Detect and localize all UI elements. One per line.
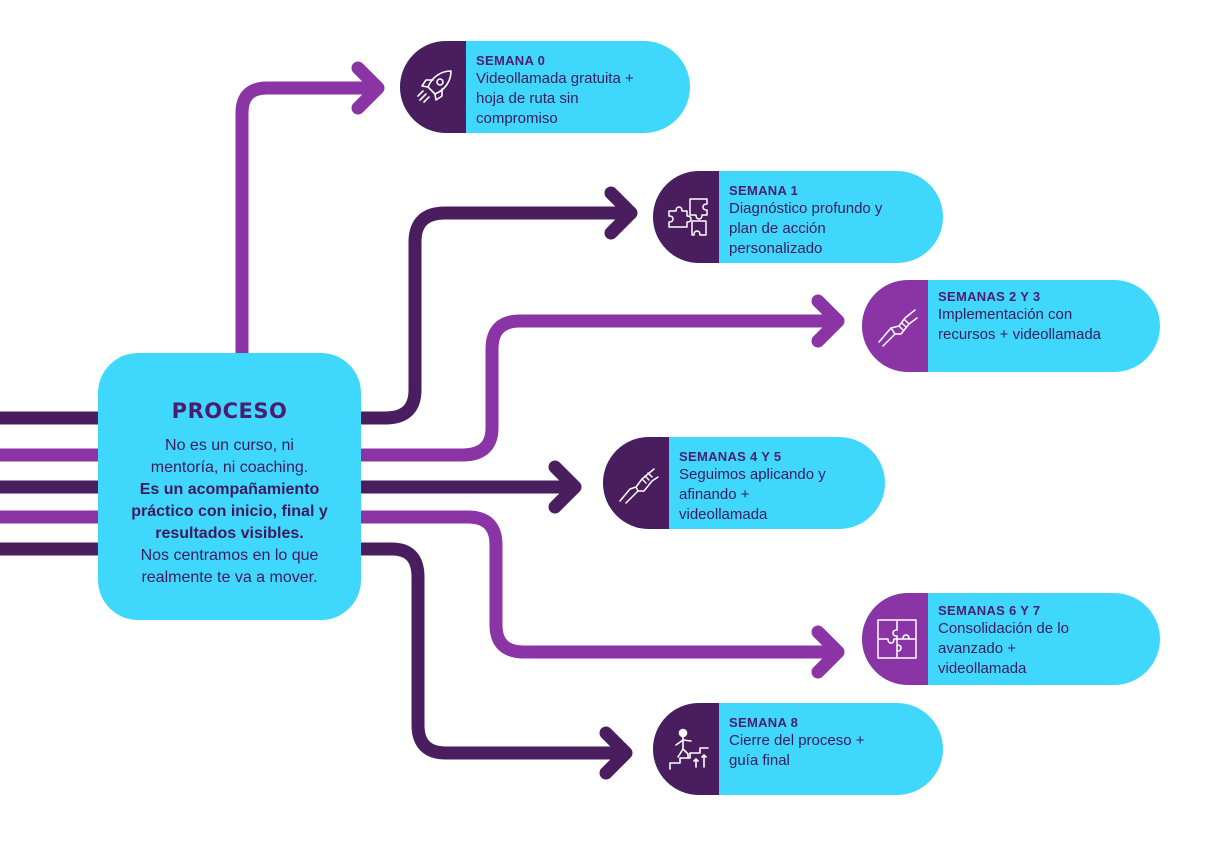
center-line: realmente te va a mover. [141, 569, 318, 586]
step-week-label: SEMANA 0 [476, 53, 546, 68]
center-line: No es un curso, ni [165, 437, 294, 454]
rocket-icon [417, 70, 452, 103]
center-line: Nos centramos en lo que [140, 547, 319, 564]
step-desc-line: videollamada [938, 660, 1027, 677]
connector-semana-0 [235, 81, 382, 360]
step-desc-line: Cierre del proceso + [729, 732, 865, 749]
step-desc-line: recursos + videollamada [938, 326, 1102, 343]
step-text: SEMANA 1 Diagnóstico profundo y plan de … [729, 182, 925, 259]
center-bold-line: resultados visibles. [155, 525, 304, 542]
step-week-label: SEMANA 8 [729, 715, 799, 730]
step-icon-area [862, 593, 928, 685]
center-description: No es un curso, ni mentoría, ni coaching… [110, 435, 349, 589]
arrowhead-semana-1 [604, 186, 638, 240]
step-desc-line: personalizado [729, 240, 823, 257]
step-week-label: SEMANAS 2 Y 3 [938, 289, 1041, 304]
step-icon-area [862, 280, 928, 372]
step-desc-line: hoja de ruta sin [476, 90, 579, 107]
helping-hand-icon [619, 468, 659, 504]
center-bold-line: práctico con inicio, final y [131, 503, 328, 520]
handshake-icon [878, 309, 918, 347]
step-week-label: SEMANAS 6 Y 7 [938, 603, 1041, 618]
step-desc-line: videollamada [679, 506, 768, 523]
connector-semana-8 [355, 542, 630, 760]
step-desc-line: guía final [729, 752, 790, 769]
step-desc-line: Consolidación de lo [938, 620, 1069, 637]
step-semana-1: SEMANA 1 Diagnóstico profundo y plan de … [653, 171, 943, 263]
connector-semanas-2-3 [355, 314, 842, 462]
step-semanas-2-3: SEMANAS 2 Y 3 Implementación con recurso… [862, 280, 1160, 372]
arrowhead-semana-0 [351, 61, 385, 115]
step-week-label: SEMANA 1 [729, 183, 799, 198]
puzzle-square-icon [877, 619, 917, 659]
step-semana-0: SEMANA 0 Videollamada gratuita + hoja de… [400, 41, 690, 133]
step-icon-area [400, 41, 466, 133]
step-text: SEMANAS 4 Y 5 Seguimos aplicando y afina… [679, 448, 867, 525]
step-text: SEMANAS 2 Y 3 Implementación con recurso… [938, 288, 1142, 345]
step-semanas-4-5: SEMANAS 4 Y 5 Seguimos aplicando y afina… [603, 437, 885, 529]
stairs-climb-icon [669, 728, 709, 770]
center-title: PROCESO [171, 399, 288, 423]
connector-semana-1 [355, 206, 635, 425]
arrowhead-semanas-2-3 [811, 294, 845, 348]
step-icon-area [603, 437, 669, 529]
arrowhead-semana-8 [599, 726, 633, 780]
step-desc-line: Diagnóstico profundo y [729, 200, 883, 217]
arrowhead-semanas-6-7 [811, 625, 845, 679]
step-semanas-6-7: SEMANAS 6 Y 7 Consolidación de lo avanza… [862, 593, 1160, 685]
step-desc-line: avanzado + [938, 640, 1016, 657]
step-text: SEMANAS 6 Y 7 Consolidación de lo avanza… [938, 602, 1142, 679]
center-bold-line: Es un acompañamiento [139, 481, 320, 498]
step-desc-line: compromiso [476, 110, 558, 127]
step-desc-line: Implementación con [938, 306, 1073, 323]
arrowhead-semanas-4-5 [548, 460, 582, 514]
step-desc-line: Seguimos aplicando y [679, 466, 826, 483]
step-semana-8: SEMANA 8 Cierre del proceso + guía final [653, 703, 943, 795]
step-desc-line: plan de acción [729, 220, 826, 237]
step-icon-area [653, 171, 719, 263]
step-text: SEMANA 8 Cierre del proceso + guía final [729, 714, 925, 771]
step-icon-area [653, 703, 719, 795]
step-text: SEMANA 0 Videollamada gratuita + hoja de… [476, 52, 672, 129]
puzzle-pieces-icon [668, 198, 708, 236]
process-center-box: PROCESO No es un curso, ni mentoría, ni … [98, 353, 361, 620]
step-desc-line: Videollamada gratuita + [476, 70, 634, 87]
center-line: mentoría, ni coaching. [150, 459, 309, 476]
connector-semanas-6-7 [355, 510, 842, 659]
step-week-label: SEMANAS 4 Y 5 [679, 449, 782, 464]
step-desc-line: afinando + [679, 486, 750, 503]
